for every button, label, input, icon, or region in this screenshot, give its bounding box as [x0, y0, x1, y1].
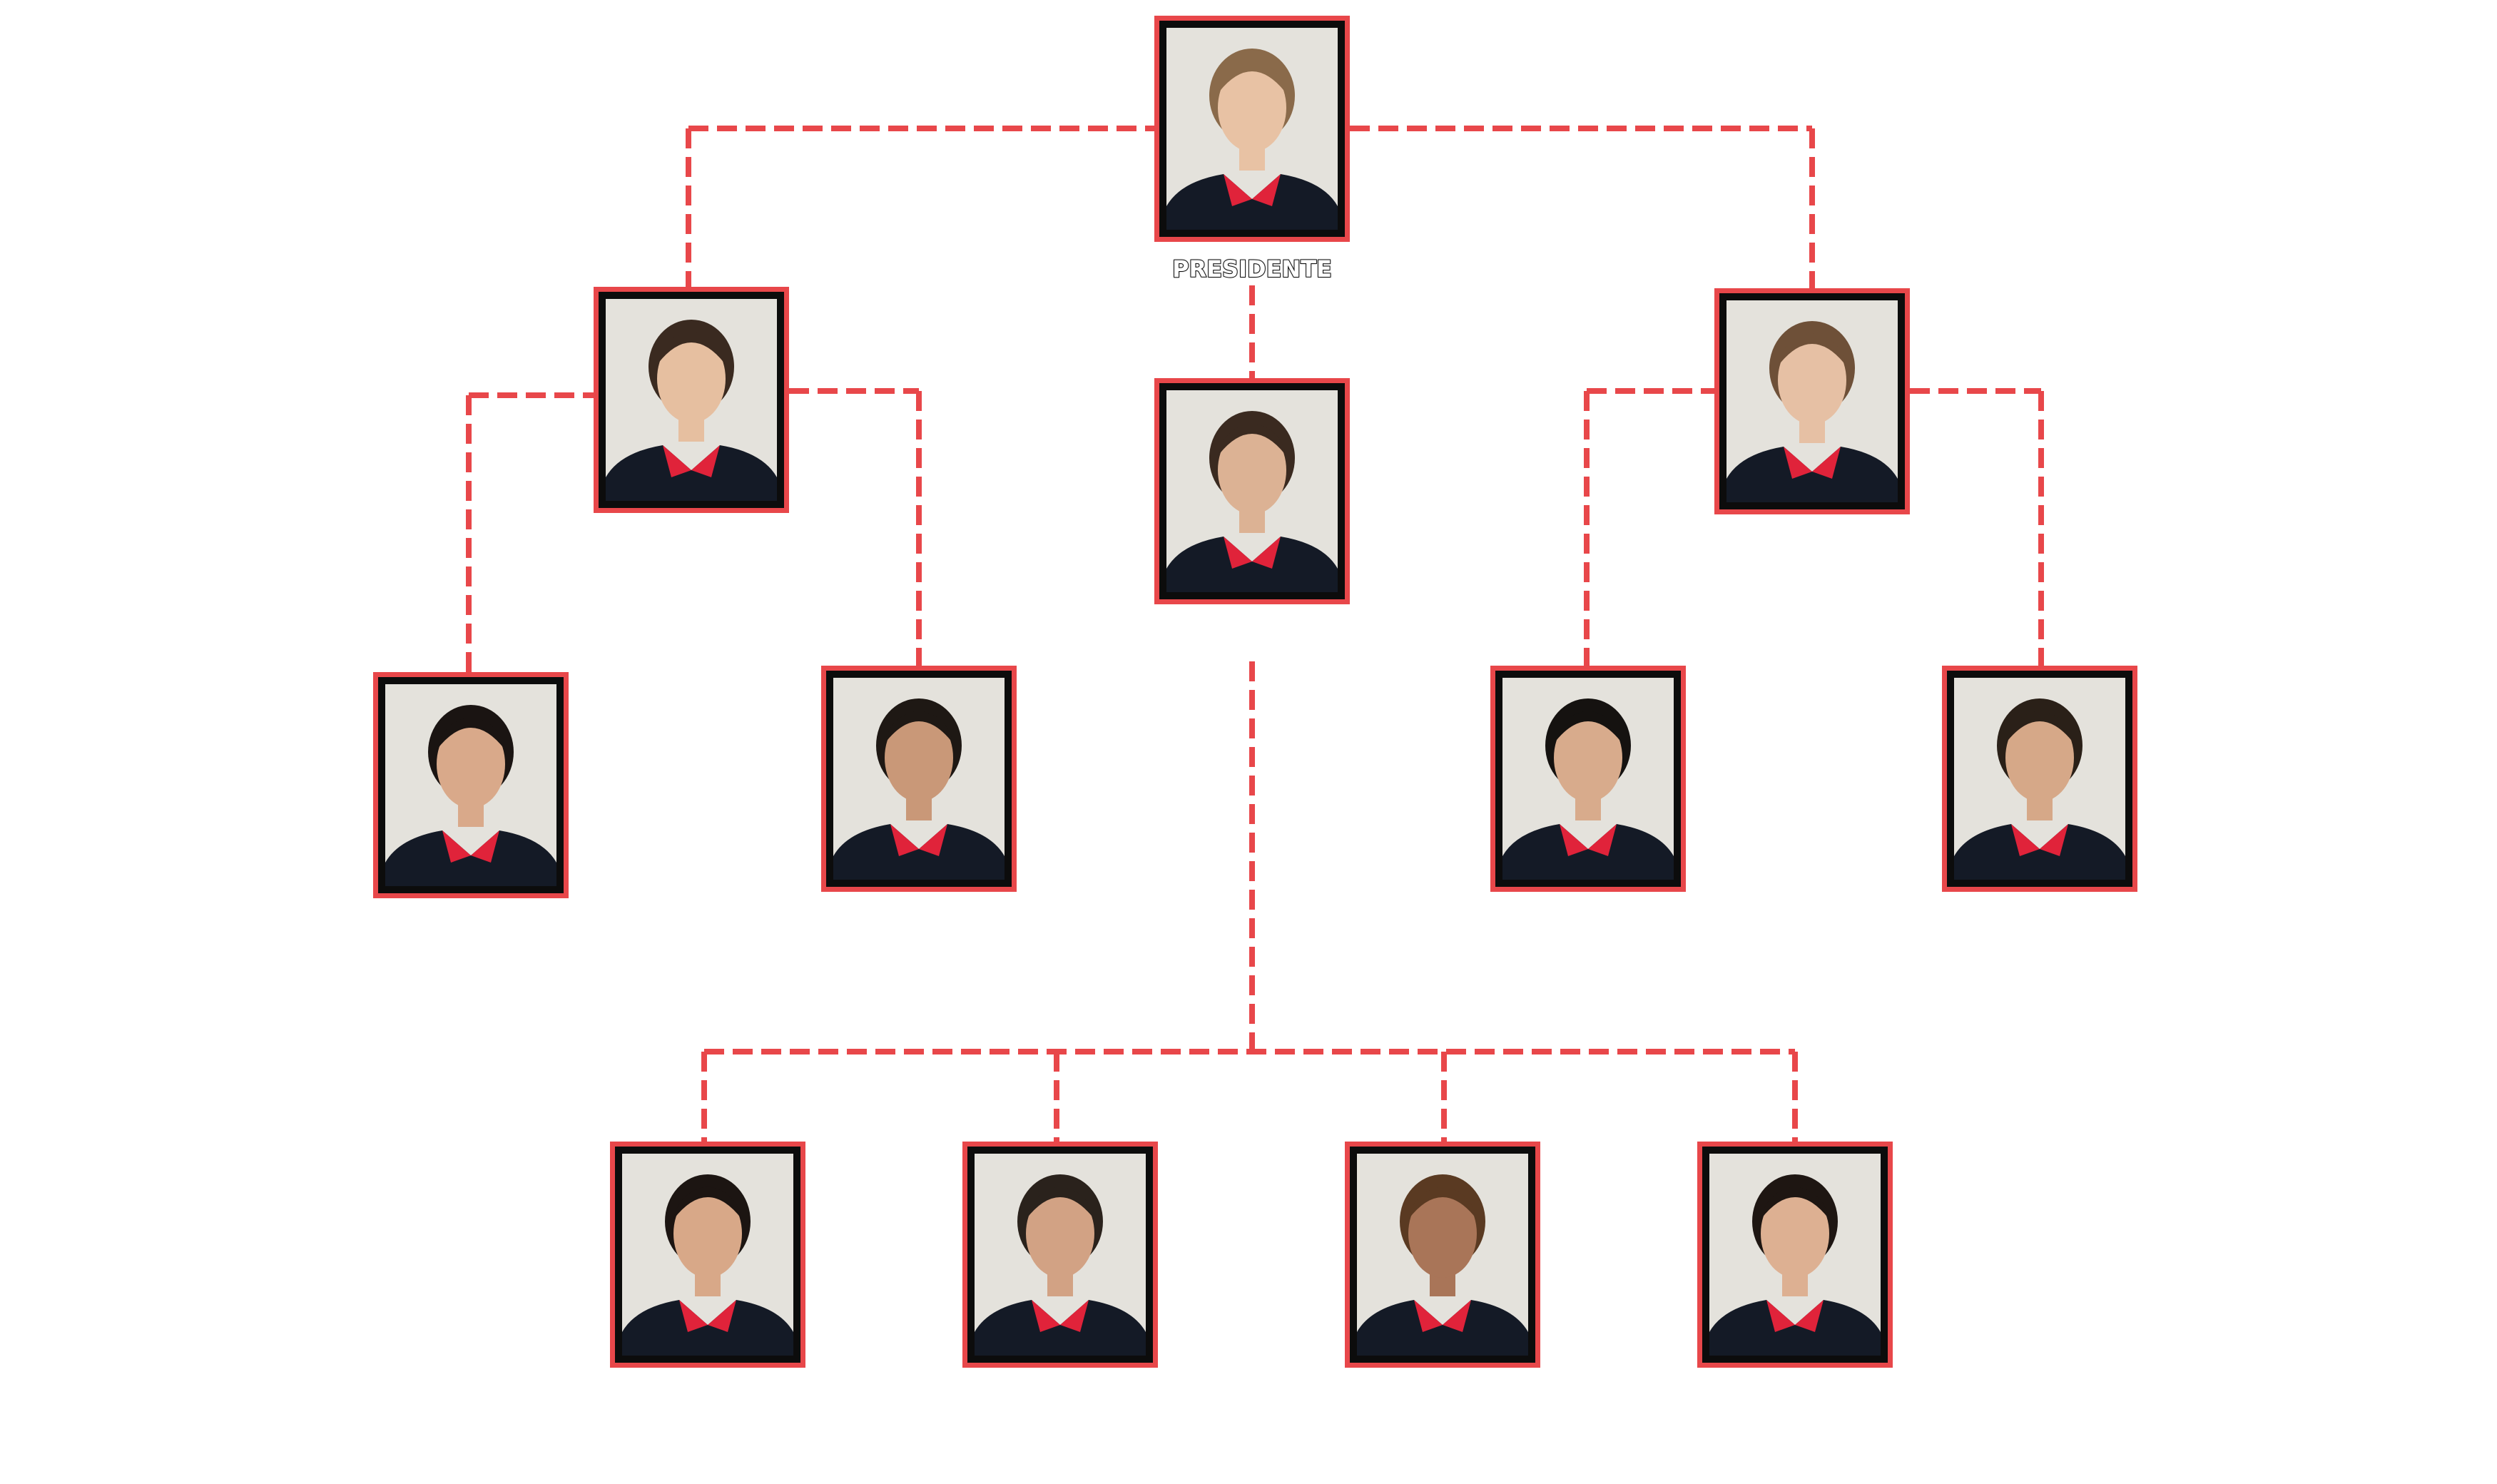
person-photo-icon	[1357, 1154, 1528, 1356]
portrait-center-director	[1154, 378, 1350, 604]
person-photo-icon	[1709, 1154, 1881, 1356]
president-label: PRESIDENTE	[1171, 255, 1333, 283]
portrait-right-member-2	[1942, 666, 2137, 892]
person-photo-icon	[1166, 28, 1338, 230]
person-photo-icon	[975, 1154, 1146, 1356]
portrait-team-member-3	[1345, 1142, 1540, 1368]
person-photo-icon	[1726, 300, 1898, 502]
person-photo-icon	[606, 299, 777, 501]
person-photo-icon	[833, 678, 1005, 880]
portrait-left-member-1	[373, 672, 569, 898]
portrait-team-member-4	[1697, 1142, 1893, 1368]
portrait-team-member-2	[962, 1142, 1158, 1368]
person-photo-icon	[1502, 678, 1674, 880]
portrait-left-member-2	[821, 666, 1017, 892]
person-photo-icon	[385, 684, 556, 886]
person-photo-icon	[1166, 390, 1338, 592]
portrait-president	[1154, 16, 1350, 242]
person-photo-icon	[1954, 678, 2125, 880]
person-photo-icon	[622, 1154, 793, 1356]
portrait-right-member-1	[1490, 666, 1686, 892]
portrait-team-member-1	[610, 1142, 805, 1368]
portrait-left-director	[594, 287, 789, 513]
portrait-right-director	[1714, 288, 1910, 514]
